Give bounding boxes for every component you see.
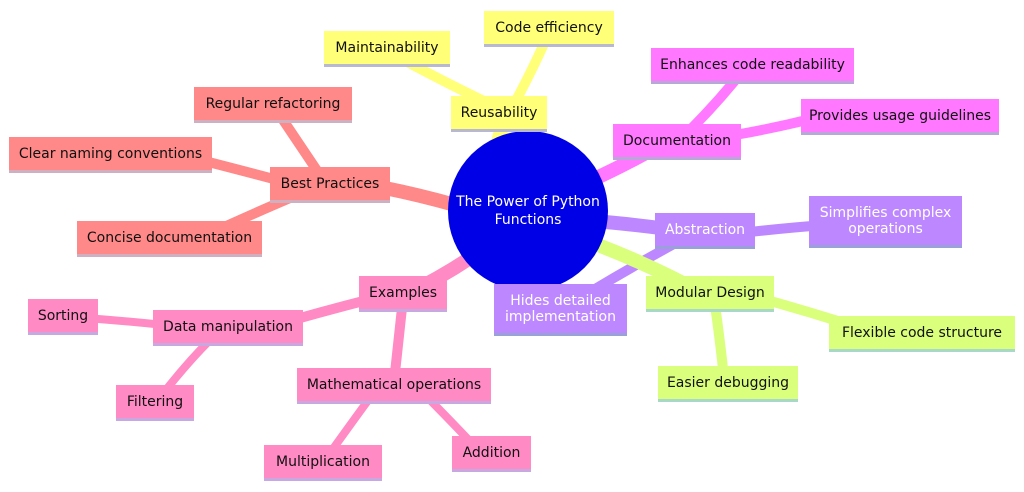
node-flexible-structure: Flexible code structure [829,316,1015,352]
node-maintainability: Maintainability [324,31,450,67]
node-best-practices: Best Practices [270,167,390,203]
node-label: Provides usage guidelines [808,107,992,124]
node-label: Hides detailed implementation [505,292,616,325]
node-sorting: Sorting [28,299,98,335]
node-label: Code efficiency [495,19,603,36]
node-label: Simplifies complex operations [819,204,952,237]
node-concise-documentation: Concise documentation [77,221,262,257]
node-easier-debugging: Easier debugging [658,366,798,402]
node-code-efficiency: Code efficiency [484,11,614,47]
node-math-operations: Mathematical operations [297,368,491,404]
node-documentation: Documentation [613,124,741,160]
node-enhances-readability: Enhances code readability [651,48,854,84]
node-label: Easier debugging [666,374,790,391]
node-modular-design: Modular Design [646,276,774,312]
node-label: Best Practices [280,175,380,192]
node-regular-refactoring: Regular refactoring [194,87,352,123]
root-node: The Power of Python Functions [448,131,608,291]
node-label: Abstraction [664,221,746,238]
node-addition: Addition [452,436,531,472]
node-hides-implementation: Hides detailed implementation [494,284,627,336]
node-reusability: Reusability [451,96,547,132]
node-usage-guidelines: Provides usage guidelines [801,99,999,135]
node-simplifies-complex: Simplifies complex operations [809,196,962,248]
node-label: Concise documentation [86,229,253,246]
node-label: Documentation [623,132,731,149]
node-label: Maintainability [335,39,439,56]
node-label: Modular Design [655,284,765,301]
node-label: Enhances code readability [660,56,845,73]
node-label: Clear naming conventions [18,145,203,162]
root-label: The Power of Python Functions [456,194,600,228]
node-label: Flexible code structure [841,324,1003,341]
node-label: Data manipulation [163,318,293,335]
node-clear-naming: Clear naming conventions [9,137,212,173]
node-label: Examples [368,284,438,301]
node-label: Filtering [126,393,184,410]
node-label: Mathematical operations [306,376,482,393]
node-label: Regular refactoring [205,95,341,112]
node-label: Addition [462,444,521,461]
node-multiplication: Multiplication [264,445,382,481]
node-label: Reusability [460,104,538,121]
node-label: Multiplication [276,453,370,470]
node-data-manipulation: Data manipulation [153,310,303,346]
node-filtering: Filtering [116,385,194,421]
node-examples: Examples [359,276,447,312]
node-label: Sorting [37,307,89,324]
node-abstraction: Abstraction [655,213,755,249]
